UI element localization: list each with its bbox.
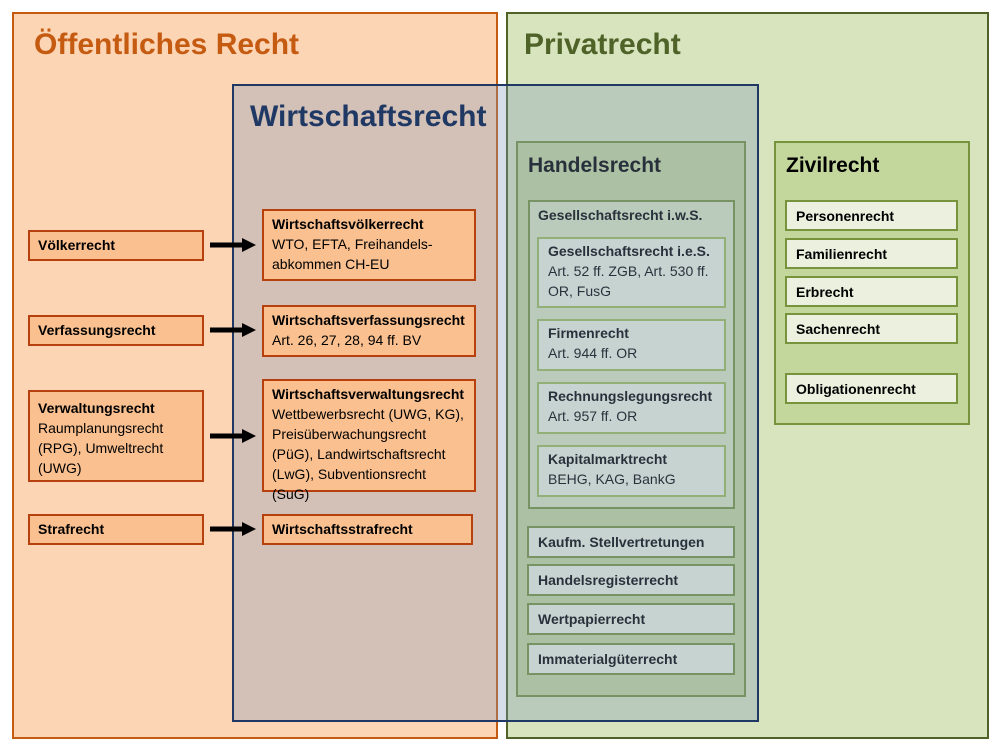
kaufm-stellvertretungen-box: Kaufm. Stellvertretungen <box>527 526 735 558</box>
box-title: Firmenrecht <box>548 325 629 341</box>
box-line: WTO, EFTA, Freihandels- <box>272 236 433 252</box>
box-line: OR, FusG <box>548 283 612 299</box>
wirtschaftsverwaltungsrecht-box: Wirtschaftsverwaltungsrecht Wettbewerbsr… <box>262 379 476 502</box>
box-line: (PüG), Landwirtschaftsrecht <box>272 446 446 462</box>
firmenrecht-box: Firmenrecht Art. 944 ff. OR <box>537 319 726 371</box>
box-line: Wettbewerbsrecht (UWG, KG), <box>272 406 464 422</box>
box-title: Kapitalmarktrecht <box>548 451 668 467</box>
arrow-right-icon <box>210 238 256 252</box>
kapitalmarktrecht-box: Kapitalmarktrecht BEHG, KAG, BankG <box>537 445 726 497</box>
wirtschaftsvoelkerrecht-box: Wirtschaftsvölkerrecht WTO, EFTA, Freiha… <box>262 209 476 281</box>
privatrecht-title: Privatrecht <box>524 28 681 61</box>
arrow-right-icon <box>210 522 256 536</box>
arrow-right-icon <box>210 323 256 337</box>
box-line: BEHG, KAG, BankG <box>548 471 676 487</box>
immaterialgueterrecht-box: Immaterialgüterrecht <box>527 643 735 675</box>
box-title: Wirtschaftsverwaltungsrecht <box>272 386 465 402</box>
box-title: Wirtschaftsvölkerrecht <box>272 216 424 232</box>
voelkerrecht-box: Völkerrecht <box>28 230 204 261</box>
verfassungsrecht-box: Verfassungsrecht <box>28 315 204 346</box>
wirtschaftsstrafrecht-box: Wirtschaftsstrafrecht <box>262 514 473 545</box>
verwaltungsrecht-box: Verwaltungsrecht Raumplanungsrecht (RPG)… <box>28 390 204 482</box>
box-line: (RPG), Umweltrecht <box>38 440 164 456</box>
gesellschaftsrecht-iws-title: Gesellschaftsrecht i.w.S. <box>538 207 703 223</box>
zivilrecht-title: Zivilrecht <box>786 154 880 177</box>
handelsregisterrecht-box: Handelsregisterrecht <box>527 564 735 596</box>
box-line: Art. 944 ff. OR <box>548 345 638 361</box>
zivilrecht-item-obligationenrecht: Obligationenrecht <box>785 373 958 404</box>
arrow-right-icon <box>210 429 256 443</box>
box-line: (LwG), Subventionsrecht (SuG) <box>272 466 427 502</box>
box-line: (UWG) <box>38 460 82 476</box>
gesellschaftsrecht-ies-box: Gesellschaftsrecht i.e.S. Art. 52 ff. ZG… <box>537 237 726 308</box>
wirtschaftsrecht-title: Wirtschaftsrecht <box>250 100 487 133</box>
wirtschaftsverfassungsrecht-box: Wirtschaftsverfassungsrecht Art. 26, 27,… <box>262 305 476 357</box>
handelsrecht-title: Handelsrecht <box>528 154 662 177</box>
strafrecht-box: Strafrecht <box>28 514 204 545</box>
zivilrecht-item-sachenrecht: Sachenrecht <box>785 313 958 344</box>
zivilrecht-item-personenrecht: Personenrecht <box>785 200 958 231</box>
oeffentliches-recht-region <box>12 12 498 739</box>
oeffentliches-recht-title: Öffentliches Recht <box>34 28 300 61</box>
wertpapierrecht-box: Wertpapierrecht <box>527 603 735 635</box>
rechnungslegungsrecht-box: Rechnungslegungsrecht Art. 957 ff. OR <box>537 382 726 434</box>
box-line: abkommen CH-EU <box>272 256 390 272</box>
box-line: Art. 957 ff. OR <box>548 408 638 424</box>
box-line: Preisüberwachungsrecht <box>272 426 427 442</box>
box-title: Verwaltungsrecht <box>38 400 155 416</box>
box-title: Gesellschaftsrecht i.e.S. <box>548 243 710 259</box>
box-title: Rechnungslegungsrecht <box>548 388 713 404</box>
box-line: Art. 26, 27, 28, 94 ff. BV <box>272 332 422 348</box>
box-line: Raumplanungsrecht <box>38 420 164 436</box>
box-line: Art. 52 ff. ZGB, Art. 530 ff. <box>548 263 709 279</box>
zivilrecht-item-erbrecht: Erbrecht <box>785 276 958 307</box>
box-title: Wirtschaftsverfassungsrecht <box>272 312 465 328</box>
zivilrecht-item-familienrecht: Familienrecht <box>785 238 958 269</box>
